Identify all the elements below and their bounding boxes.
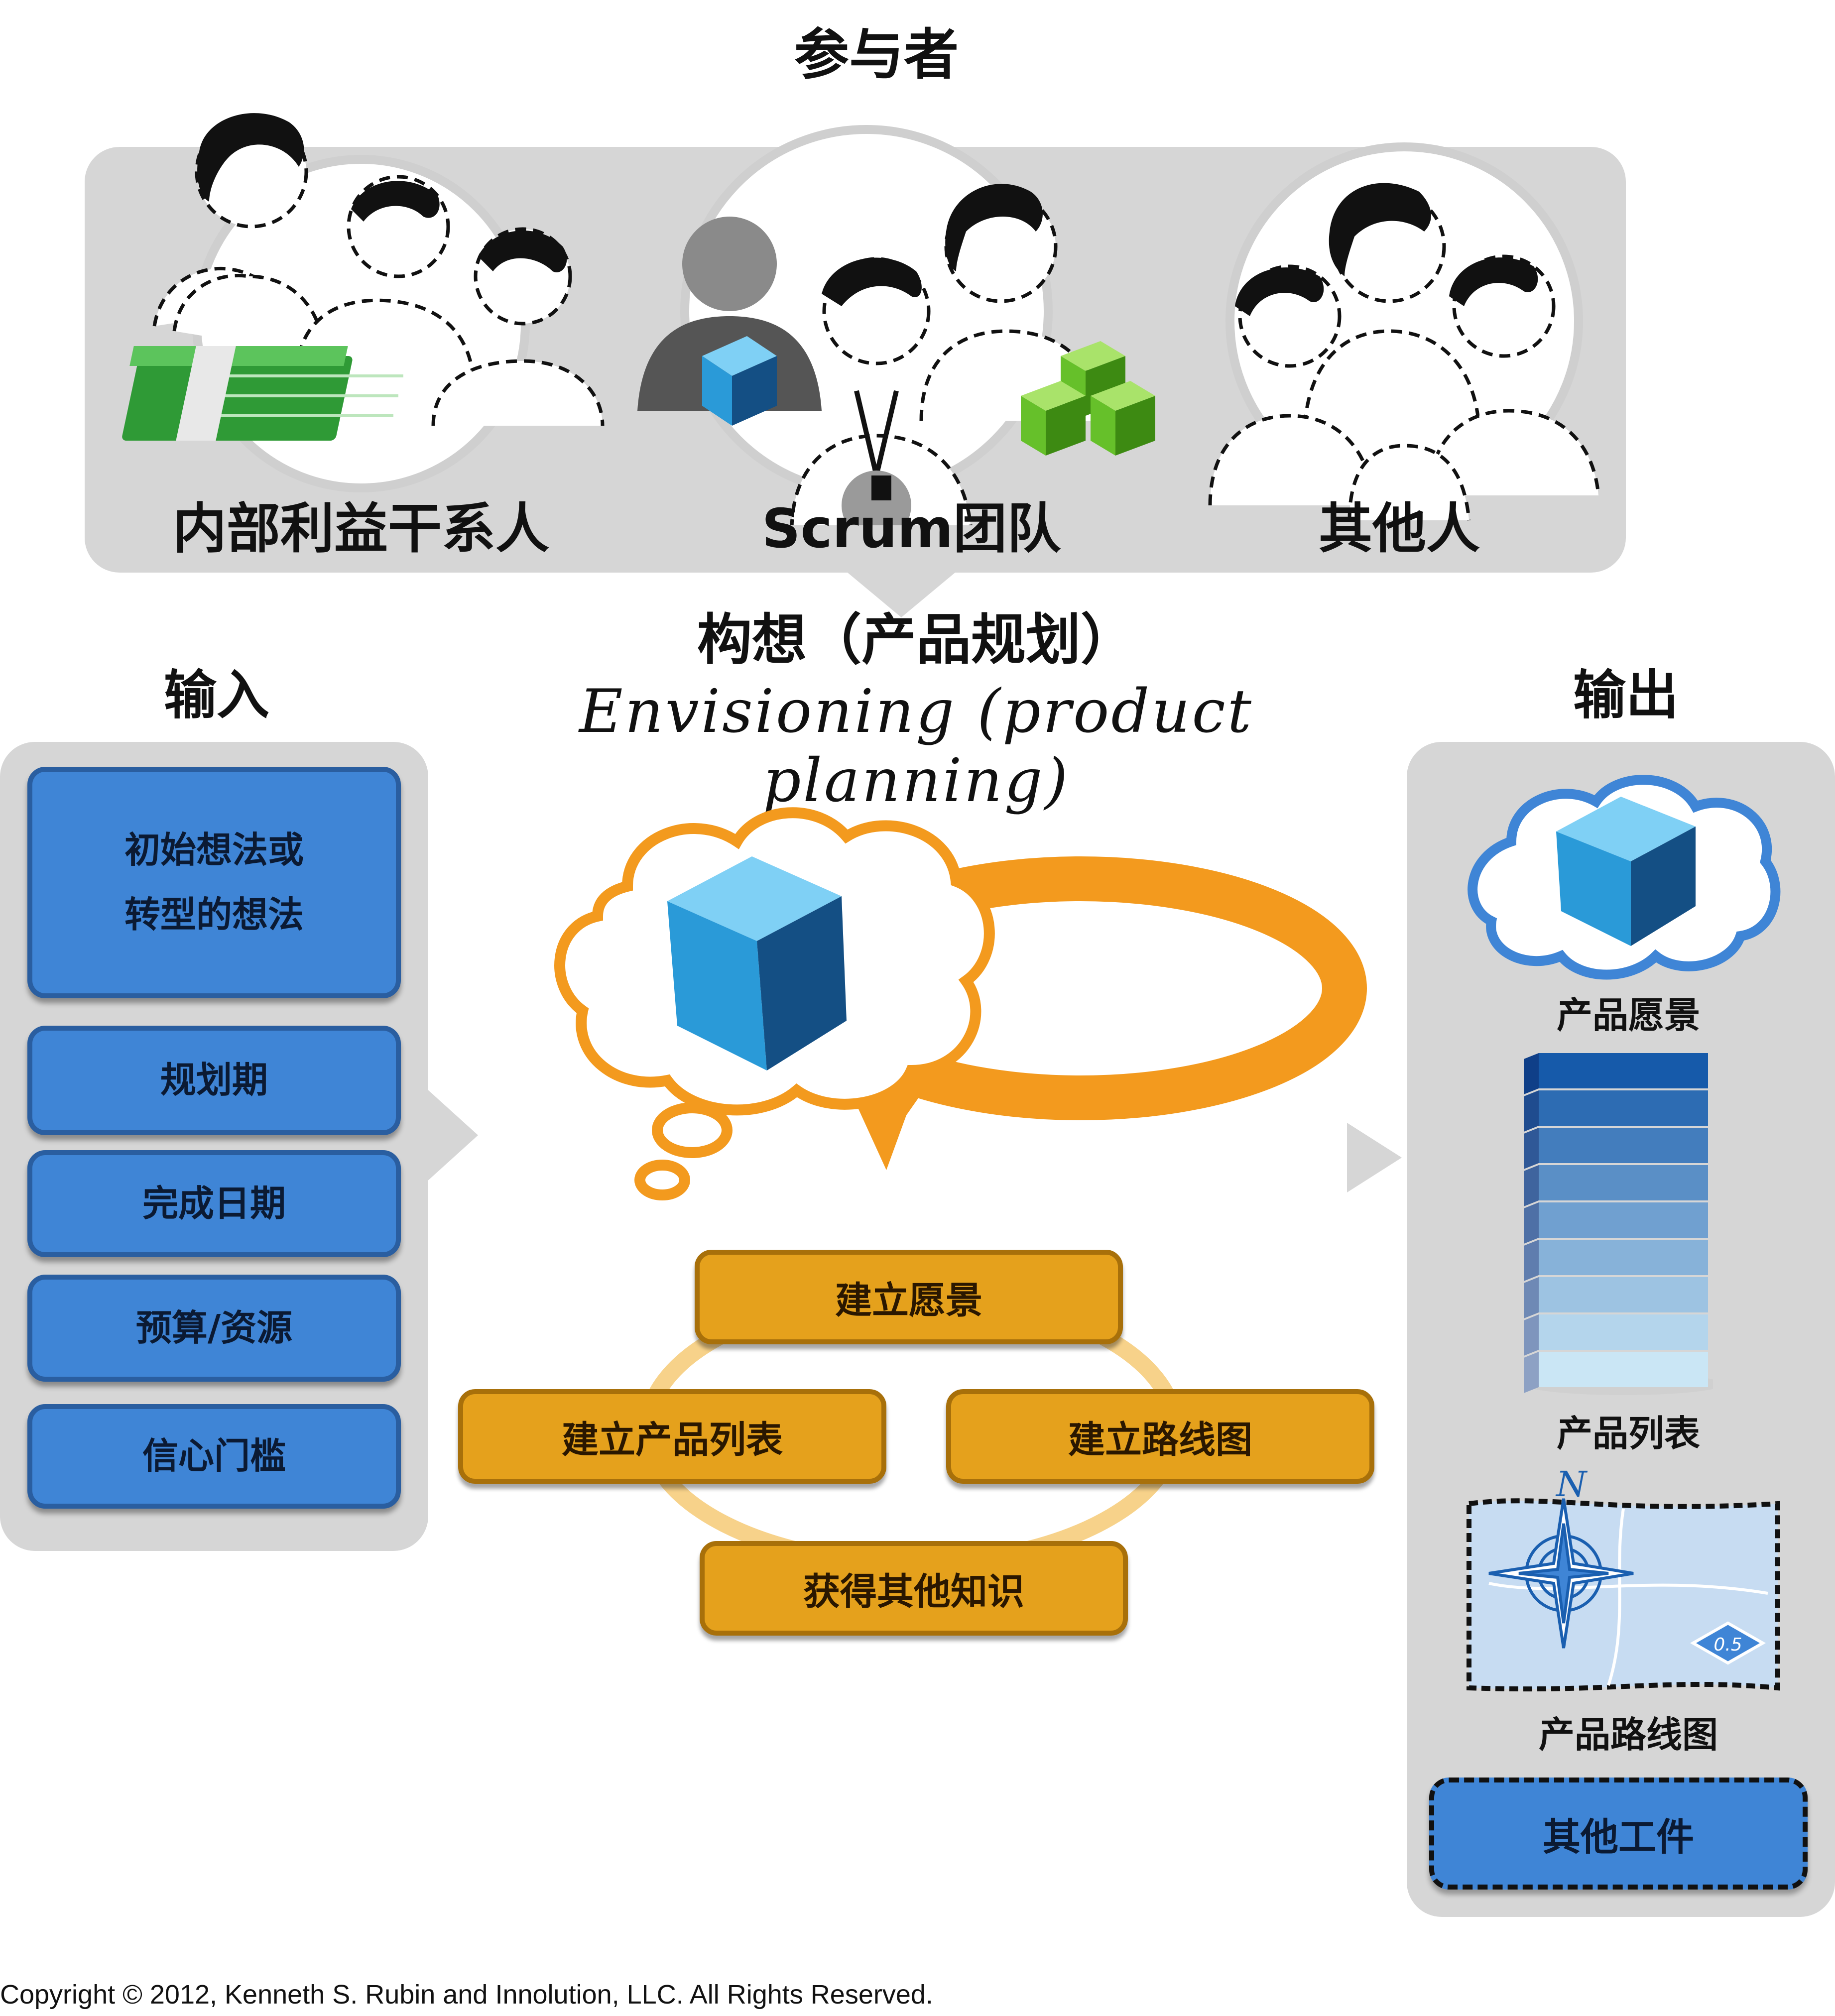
participants-title: 参与者	[794, 23, 959, 87]
hair-icon	[822, 184, 1043, 306]
backlog-item-side	[1524, 1128, 1539, 1169]
product-vision-graphic	[1468, 775, 1781, 980]
backlog-item	[1539, 1128, 1708, 1163]
hair-icon	[1235, 183, 1538, 316]
center-subtitle: Envisioning (product planning)	[579, 677, 1253, 816]
backlog-item	[1539, 1165, 1708, 1200]
backlog-item-side	[1524, 1165, 1539, 1206]
backlog-stack-icon	[1524, 1053, 1713, 1395]
output-product-roadmap: 产品路线图	[1538, 1714, 1718, 1756]
backlog-item-side	[1524, 1202, 1539, 1244]
backlog-item-side	[1524, 1053, 1539, 1094]
blue-cube-icon	[1556, 797, 1696, 946]
input-confidence-threshold: 信心门槛	[27, 1404, 401, 1509]
backlog-item-side	[1524, 1090, 1539, 1132]
backlog-item-side	[1524, 1240, 1539, 1281]
output-product-vision: 产品愿景	[1556, 994, 1700, 1036]
blue-cube-icon	[702, 336, 777, 426]
roadmap-icon: N 0.5	[1467, 1464, 1780, 1692]
hair-icon	[197, 113, 567, 272]
copyright-text: Copyright © 2012, Kenneth S. Rubin and I…	[0, 1980, 933, 2010]
input-idea-line1: 初始想法或	[124, 829, 304, 871]
group-label-others: 其他人	[1318, 498, 1480, 560]
group-label-scrum-team: Scrum团队	[761, 498, 1061, 560]
output-product-backlog: 产品列表	[1556, 1413, 1700, 1454]
money-stack-icon	[122, 346, 403, 441]
inputs-panel: 初始想法或 转型的想法 规划期 完成日期 预算/资源 信心门槛	[0, 742, 428, 1551]
input-planning-horizon: 规划期	[27, 1026, 401, 1135]
envisioning-graphic	[554, 807, 1367, 1200]
backlog-item-side	[1524, 1277, 1539, 1318]
inputs-pointer	[426, 1088, 478, 1183]
backlog-item-side	[1524, 1314, 1539, 1356]
people-outline-icon	[152, 115, 605, 426]
center-title: 构想（产品规划）	[697, 608, 1135, 672]
output-other-artifacts: 其他工件	[1429, 1778, 1808, 1890]
backlog-item-side	[1524, 1352, 1539, 1393]
blue-cube-icon	[667, 856, 847, 1070]
compass-icon	[1488, 1498, 1634, 1649]
inputs-title: 输入	[164, 665, 269, 726]
participants-illustration	[122, 113, 1600, 525]
backlog-item	[1539, 1352, 1708, 1387]
map-scale: 0.5	[1713, 1635, 1742, 1655]
whistle-icon	[842, 390, 911, 525]
backlog-item	[1539, 1277, 1708, 1312]
input-budget-resources: 预算/资源	[27, 1275, 401, 1382]
activity-gain-knowledge: 获得其他知识	[700, 1541, 1128, 1636]
participants-pointer	[842, 568, 961, 617]
outputs-title: 输出	[1573, 665, 1679, 726]
input-idea: 初始想法或 转型的想法	[27, 767, 401, 998]
backlog-item	[1539, 1314, 1708, 1350]
input-completion-date: 完成日期	[27, 1150, 401, 1257]
activity-create-backlog: 建立产品列表	[458, 1389, 886, 1484]
backlog-item	[1539, 1240, 1708, 1275]
green-cubes-icon	[1021, 341, 1155, 456]
activity-create-vision: 建立愿景	[695, 1250, 1123, 1344]
backlog-item	[1539, 1090, 1708, 1126]
activity-create-roadmap: 建立路线图	[946, 1389, 1374, 1484]
input-idea-line2: 转型的想法	[124, 893, 304, 936]
outputs-pointer	[1347, 1123, 1402, 1192]
compass-north: N	[1555, 1464, 1588, 1505]
group-label-internal-stakeholders: 内部利益干系人	[172, 498, 549, 560]
backlog-item	[1539, 1053, 1708, 1088]
backlog-item	[1539, 1202, 1708, 1238]
